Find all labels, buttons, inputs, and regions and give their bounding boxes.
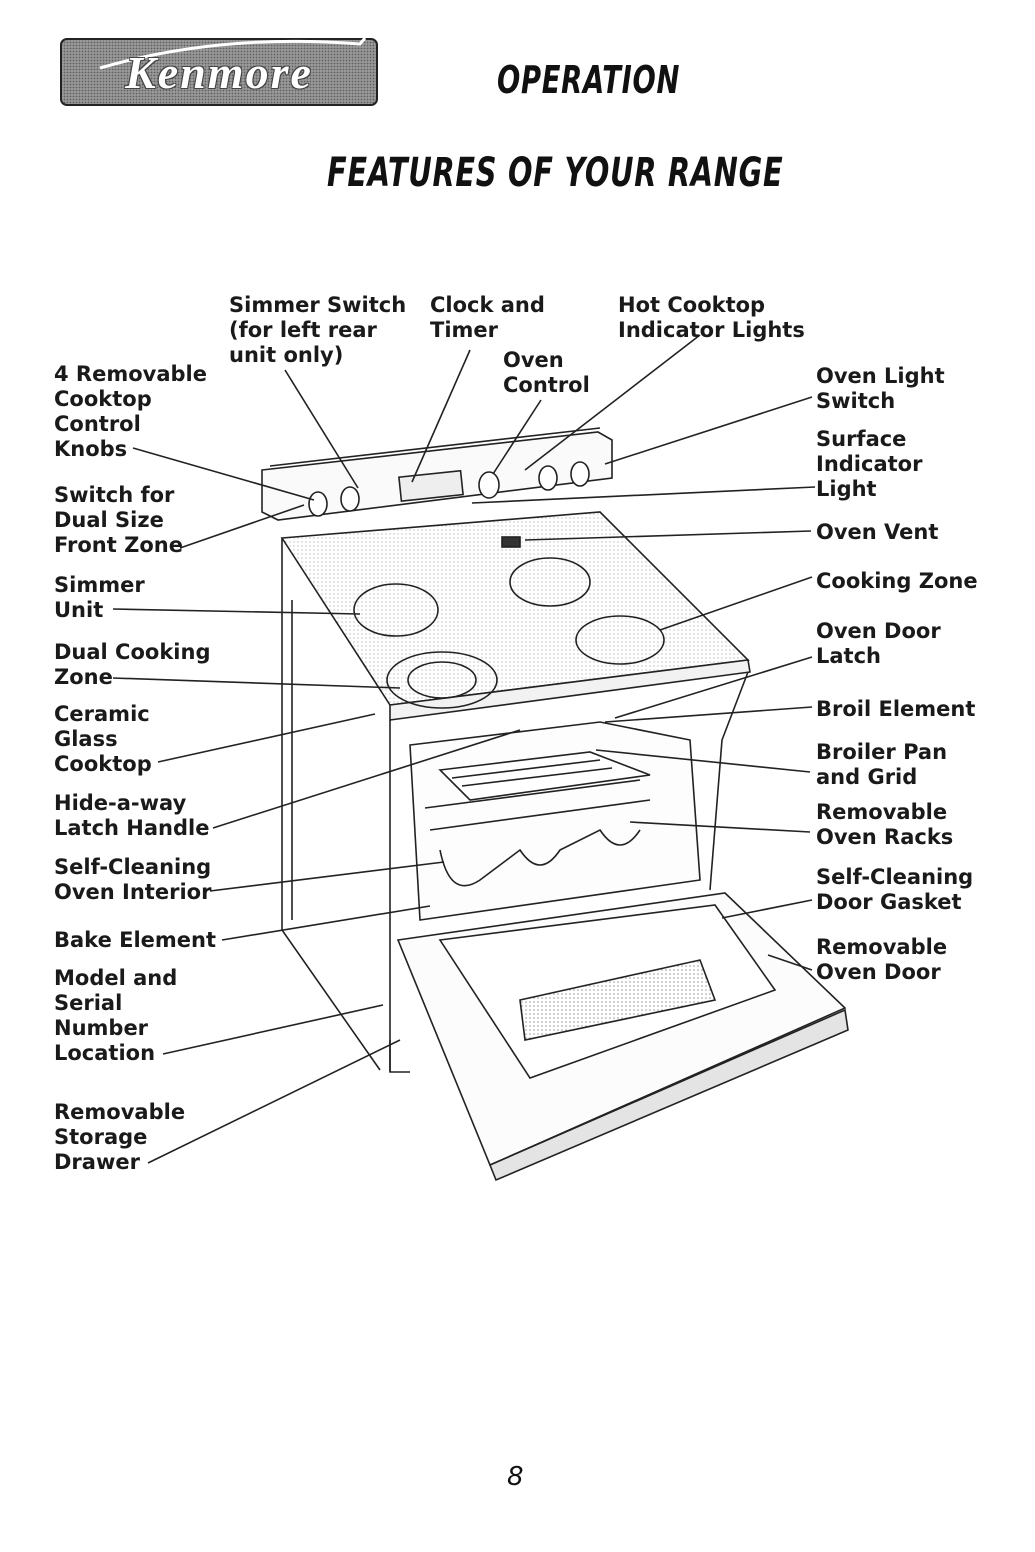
label-oven-control: Oven Control (503, 348, 590, 397)
section-title: FEATURES OF YOUR RANGE (327, 150, 784, 196)
kenmore-logo: Kenmore (60, 37, 378, 106)
label-removable-door: Removable Oven Door (816, 935, 948, 984)
label-oven-vent: Oven Vent (816, 520, 939, 544)
label-storage-drawer: Removable Storage Drawer (54, 1100, 186, 1174)
leader-lines (112, 334, 816, 1164)
label-broiler-pan: Broiler Pan and Grid (816, 740, 948, 789)
label-removable-knobs: 4 Removable Cooktop Control Knobs (54, 362, 207, 461)
label-oven-door-latch: Oven Door Latch (816, 619, 941, 668)
label-hot-cooktop: Hot Cooktop Indicator Lights (618, 293, 805, 342)
label-bake-element: Bake Element (54, 928, 217, 952)
label-hide-a-way: Hide-a-way Latch Handle (54, 791, 210, 840)
label-door-gasket: Self-Cleaning Door Gasket (816, 865, 974, 914)
brand-wordmark: Kenmore (125, 46, 313, 98)
label-cooking-zone: Cooking Zone (816, 569, 978, 593)
page-number: 8 (507, 1462, 524, 1492)
label-simmer-switch: Simmer Switch (for left rear unit only) (229, 293, 407, 367)
logo-badge-icon (60, 37, 378, 106)
label-surface-indicator: Surface Indicator Light (816, 427, 923, 501)
label-self-cleaning-interior: Self-Cleaning Oven Interior (54, 855, 212, 904)
label-broil-element: Broil Element (816, 697, 976, 721)
header-title: OPERATION (497, 58, 681, 102)
label-switch-dual: Switch for Dual Size Front Zone (54, 483, 183, 557)
label-ceramic-glass: Ceramic Glass Cooktop (54, 702, 152, 776)
label-oven-light-switch: Oven Light Switch (816, 364, 945, 413)
label-model-serial: Model and Serial Number Location (54, 966, 178, 1065)
label-dual-cooking-zone: Dual Cooking Zone (54, 640, 211, 689)
label-clock-timer: Clock and Timer (430, 293, 545, 342)
label-simmer-unit: Simmer Unit (54, 573, 145, 622)
label-oven-racks: Removable Oven Racks (816, 800, 954, 849)
